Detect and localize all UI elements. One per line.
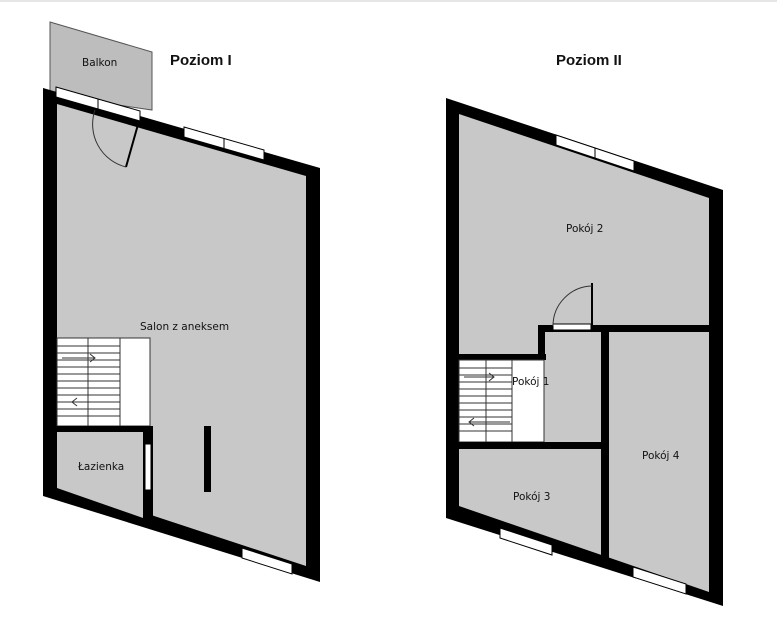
kitchen-counter bbox=[204, 426, 211, 492]
living-room-label: Salon z aneksem bbox=[140, 321, 229, 333]
level-1-plan: Balkon Łazienka bbox=[43, 21, 320, 582]
top-border bbox=[0, 0, 777, 2]
level-2-stairs bbox=[458, 359, 545, 443]
stairs-arrow-icon bbox=[71, 397, 118, 407]
level-1-title: Poziom I bbox=[170, 52, 232, 69]
level-2-plan: Pokój 1 Pokój 2 Pokój 3 Pokój 4 Poziom I… bbox=[446, 52, 723, 606]
window bbox=[241, 547, 293, 575]
window bbox=[632, 566, 687, 595]
level-1-stairs bbox=[56, 337, 151, 427]
window bbox=[499, 527, 553, 556]
stairs-arrow-icon bbox=[464, 372, 495, 382]
stairs-arrow-icon bbox=[468, 417, 510, 427]
door-swing-arc bbox=[92, 109, 127, 168]
stairs-wall-top bbox=[446, 354, 546, 360]
door-swing-arc bbox=[552, 285, 593, 327]
room-1-label: Pokój 1 bbox=[512, 376, 549, 388]
bathroom-label: Łazienka bbox=[77, 461, 124, 473]
room-3-label: Pokój 3 bbox=[513, 491, 550, 503]
level-2-title: Poziom II bbox=[556, 52, 622, 69]
balcony-label: Balkon bbox=[82, 57, 117, 69]
balcony-area bbox=[49, 21, 153, 111]
balcony-door-leaf bbox=[125, 120, 140, 168]
room-2-wall-bottom bbox=[541, 325, 711, 332]
bathroom-floor bbox=[57, 432, 143, 518]
room-2-door bbox=[552, 323, 592, 331]
room-2-label: Pokój 2 bbox=[566, 223, 603, 235]
bathroom-wall-top bbox=[43, 426, 153, 432]
room-4-label: Pokój 4 bbox=[642, 450, 680, 462]
room-3-wall-top bbox=[446, 442, 609, 449]
stairs-arrow-icon bbox=[62, 353, 96, 363]
level-2-floor bbox=[459, 114, 709, 592]
corridor-wall bbox=[538, 325, 545, 360]
bathroom-door bbox=[144, 443, 152, 491]
